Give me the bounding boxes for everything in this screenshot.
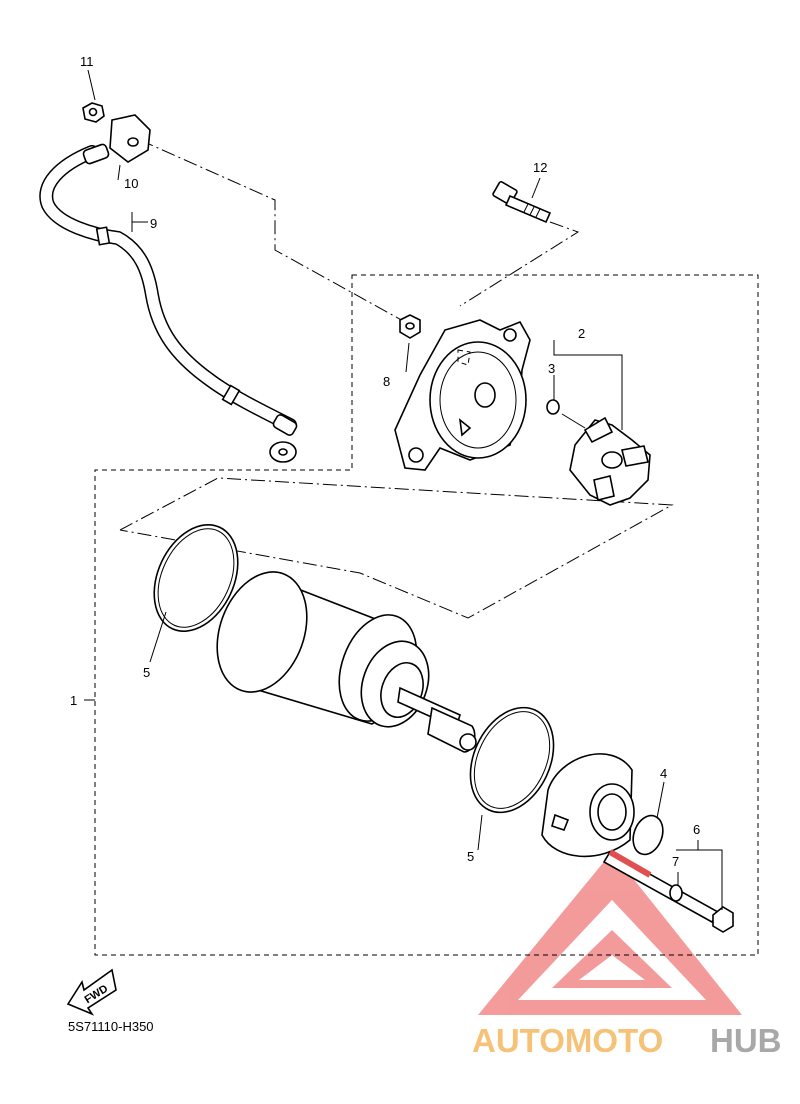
- fwd-arrow-icon: FWD: [66, 968, 117, 1016]
- callout-5-upper: 5: [143, 665, 150, 680]
- callout-11: 11: [80, 54, 94, 69]
- callout-4: 4: [660, 766, 667, 781]
- callout-12: 12: [533, 160, 547, 175]
- nut-11: [82, 102, 105, 123]
- bolt-12: [492, 181, 552, 224]
- o-ring-5-upper: [153, 523, 239, 633]
- nut-8: [399, 314, 421, 339]
- cable-terminal-lower: [269, 414, 298, 463]
- washer-7: [669, 884, 683, 902]
- o-ring-4: [632, 814, 664, 856]
- callout-6: 6: [693, 822, 700, 837]
- callout-2: 2: [578, 326, 585, 341]
- watermark-logo: [478, 852, 742, 1015]
- svg-text:HUB: HUB: [710, 1022, 782, 1059]
- reference-code: 5S71110-H350: [68, 1019, 154, 1034]
- assembly-chain-lines: [119, 139, 674, 619]
- rear-cover: [541, 753, 635, 858]
- front-cover: [394, 319, 531, 471]
- brush-holder: [561, 413, 651, 506]
- callout-3: 3: [548, 361, 555, 376]
- callout-1: 1: [70, 693, 77, 708]
- bolt-6: [602, 849, 734, 933]
- svg-text:AUTOMOTO: AUTOMOTO: [472, 1022, 663, 1059]
- o-ring-3: [546, 399, 560, 415]
- watermark-text: AUTOMOTO HUB: [472, 1022, 782, 1059]
- cable-terminal-upper: [82, 114, 151, 165]
- starter-cable: [39, 145, 297, 432]
- callout-leaders: [84, 69, 723, 910]
- callout-9: 9: [150, 216, 157, 231]
- callout-5-lower: 5: [467, 849, 474, 864]
- o-ring-5-lower: [469, 706, 555, 814]
- callout-10: 10: [124, 176, 138, 191]
- callout-8: 8: [383, 374, 390, 389]
- assembly-boundary: [94, 274, 759, 956]
- callout-7: 7: [672, 854, 679, 869]
- starter-yoke: [216, 571, 477, 753]
